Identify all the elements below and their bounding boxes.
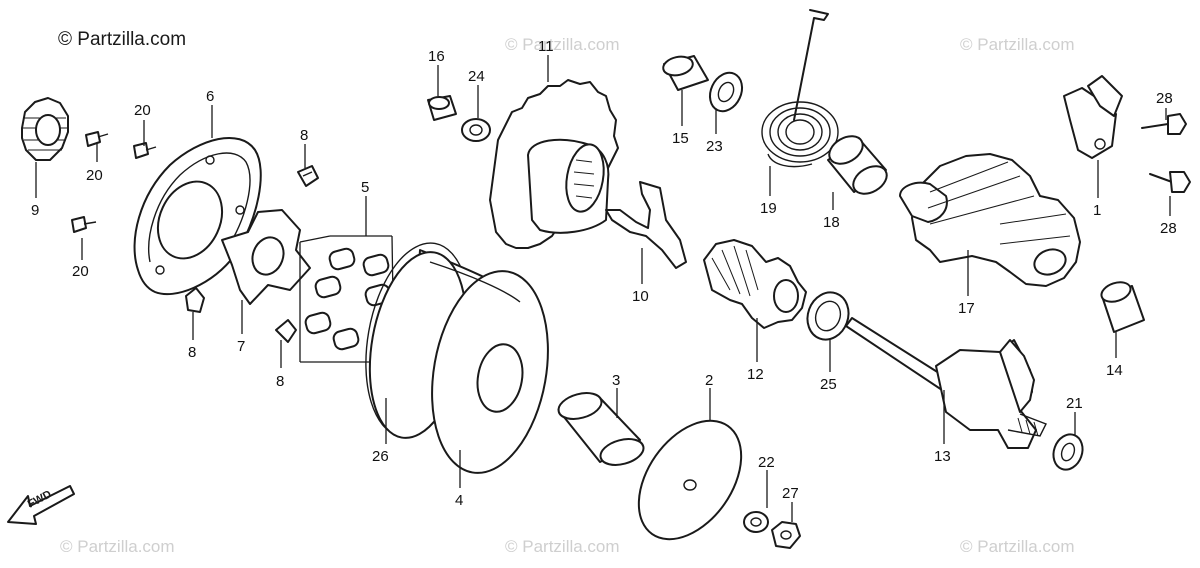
callout-19: 19	[760, 200, 777, 217]
callout-22: 22	[758, 454, 775, 471]
part-12-pinion-gear	[703, 239, 807, 329]
callout-3: 3	[612, 372, 620, 389]
callout-24: 24	[468, 68, 485, 85]
callout-9: 9	[31, 202, 39, 219]
watermark-bottom-right: © Partzilla.com	[960, 537, 1075, 556]
part-7-star-plate	[221, 209, 311, 305]
callout-15: 15	[672, 130, 689, 147]
callout-5: 5	[361, 179, 369, 196]
copyright-label: © Partzilla.com	[58, 29, 186, 50]
callout-20-mid: 20	[86, 167, 103, 184]
watermark-bottom-center: © Partzilla.com	[505, 537, 620, 556]
part-3-sleeve	[557, 392, 645, 466]
callout-17: 17	[958, 300, 975, 317]
part-27-nut	[771, 521, 801, 549]
part-10-stopper-spring	[605, 181, 687, 269]
callout-10: 10	[632, 288, 649, 305]
callout-28-bottom: 28	[1160, 220, 1177, 237]
watermark-top-center: © Partzilla.com	[505, 35, 620, 54]
part-28-bolt-bottom	[1149, 171, 1191, 193]
part-9-small-gear	[21, 97, 69, 161]
leader-lines	[35, 55, 1171, 522]
fwd-arrow: FWD	[7, 485, 75, 525]
callout-21: 21	[1066, 395, 1083, 412]
callout-1: 1	[1093, 202, 1101, 219]
callout-6: 6	[206, 88, 214, 105]
callout-23: 23	[706, 138, 723, 155]
callout-8-right: 8	[276, 373, 284, 390]
callout-2: 2	[705, 372, 713, 389]
part-28-bolt-top	[1141, 113, 1187, 135]
part-11-kick-gear	[489, 79, 619, 249]
callout-11: 11	[538, 38, 554, 55]
callout-13: 13	[934, 448, 951, 465]
part-8-clip-right	[275, 319, 297, 343]
callout-8-top: 8	[300, 127, 308, 144]
callout-28-top: 28	[1156, 90, 1173, 107]
part-4-drive-drum	[368, 249, 549, 474]
part-8-clip-top	[297, 165, 319, 187]
part-17-idle-gear	[899, 153, 1081, 287]
callout-26: 26	[372, 448, 389, 465]
part-20-bolt-bottom	[71, 216, 97, 233]
part-15-bushing	[662, 55, 709, 91]
part-20-bolt-mid	[133, 142, 157, 159]
watermarks: © Partzilla.com © Partzilla.com © Partzi…	[60, 35, 1075, 556]
part-8-clip-left	[185, 287, 205, 313]
part-2-face-disc	[637, 419, 743, 541]
part-21-washer	[1052, 433, 1084, 471]
callout-12: 12	[747, 366, 764, 383]
part-14-bushing	[1100, 281, 1145, 333]
callout-20-bottom: 20	[72, 263, 89, 280]
part-13-kick-spindle	[845, 317, 1047, 449]
part-1-bracket	[1063, 75, 1123, 159]
callout-16: 16	[428, 48, 445, 65]
part-25-bushing	[806, 291, 850, 341]
part-22-washer	[743, 511, 769, 533]
callout-25: 25	[820, 376, 837, 393]
callout-20-top: 20	[134, 102, 151, 119]
watermark-top-right: © Partzilla.com	[960, 35, 1075, 54]
callout-27: 27	[782, 485, 799, 502]
part-16-collar	[427, 95, 457, 121]
callout-14: 14	[1106, 362, 1123, 379]
callout-18: 18	[823, 214, 840, 231]
callout-labels: 6 20 20 20 9 8 5 8 7 8 26 4 3 2 22 27 16…	[31, 38, 1177, 509]
callout-7: 7	[237, 338, 245, 355]
part-24-washer	[461, 118, 491, 142]
part-19-kick-spring	[761, 9, 839, 168]
part-23-washer	[708, 71, 744, 113]
callout-8-left: 8	[188, 344, 196, 361]
part-18-spring-guide	[827, 135, 888, 195]
watermark-bottom-left: © Partzilla.com	[60, 537, 175, 556]
callout-4: 4	[455, 492, 463, 509]
